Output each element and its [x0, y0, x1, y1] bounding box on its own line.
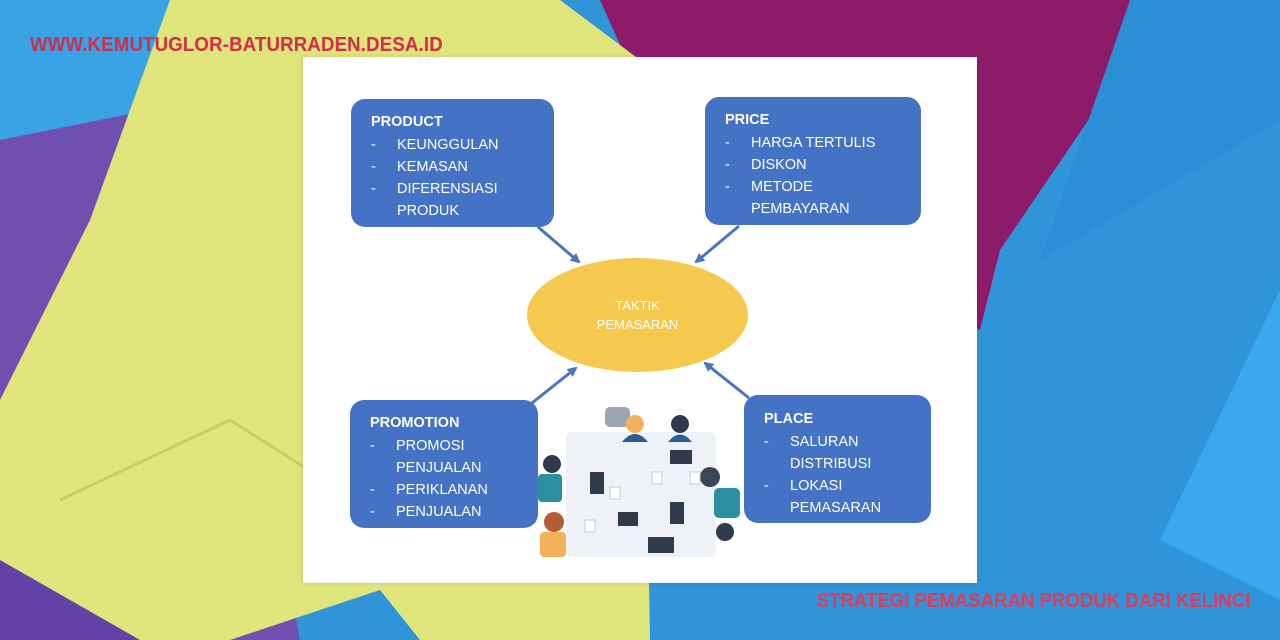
diagram-card: PRODUCT -KEUNGGULAN -KEMASAN -DIFERENSIA…	[303, 57, 977, 583]
place-item: -SALURAN DISTRIBUSI	[764, 434, 872, 472]
price-box: PRICE -HARGA TERTULIS -DISKON -METODE PE…	[705, 97, 921, 225]
center-label-line2: PEMASARAN	[596, 317, 679, 332]
product-item: -DIFERENSIASI PRODUK	[371, 181, 498, 219]
meeting-table-people-illustration	[538, 407, 740, 557]
promotion-item: -PENJUALAN	[370, 504, 482, 520]
page-caption: STRATEGI PEMASARAN PRODUK DARI KELINCI	[816, 590, 1250, 612]
place-box: PLACE -SALURAN DISTRIBUSI -LOKASI PEMASA…	[744, 395, 931, 523]
promotion-box: PROMOTION -PROMOSI PENJUALAN -PERIKLANAN…	[350, 400, 538, 528]
promotion-title: PROMOTION	[370, 415, 460, 431]
product-item: -KEMASAN	[371, 159, 468, 175]
price-item: -HARGA TERTULIS	[725, 135, 876, 151]
place-title: PLACE	[764, 411, 814, 427]
price-title: PRICE	[725, 112, 770, 128]
promotion-item: -PROMOSI PENJUALAN	[370, 438, 482, 476]
arrow-place	[703, 361, 750, 400]
price-item: -DISKON	[725, 157, 807, 173]
product-box: PRODUCT -KEUNGGULAN -KEMASAN -DIFERENSIA…	[351, 99, 554, 227]
place-item: -LOKASI PEMASARAN	[764, 478, 882, 516]
center-label-line1: TAKTIK	[615, 298, 660, 313]
price-item: -METODE PEMBAYARAN	[725, 179, 850, 217]
product-title: PRODUCT	[371, 114, 443, 130]
site-url[interactable]: WWW.KEMUTUGLOR-BATURRADEN.DESA.ID	[30, 34, 443, 56]
product-item: -KEUNGGULAN	[371, 137, 499, 153]
promotion-item: -PERIKLANAN	[370, 482, 488, 498]
arrow-promotion	[531, 366, 578, 405]
arrow-product	[537, 225, 581, 264]
center-ellipse: TAKTIK PEMASARAN	[527, 258, 748, 372]
arrow-price	[694, 224, 740, 264]
